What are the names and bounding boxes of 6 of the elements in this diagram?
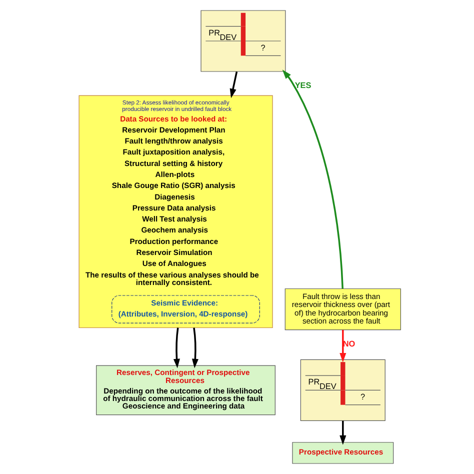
arrow xyxy=(229,72,238,98)
arrow xyxy=(339,420,346,445)
arrow xyxy=(339,330,346,362)
arrow xyxy=(172,328,180,368)
arrow xyxy=(191,328,198,368)
arrow xyxy=(282,70,343,289)
